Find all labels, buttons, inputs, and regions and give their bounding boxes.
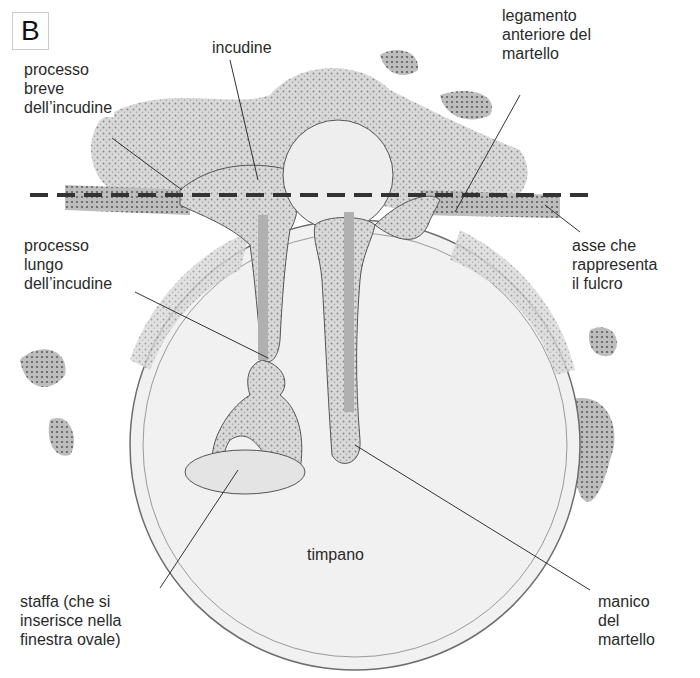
part-label: staffa (che si inserisce nella finestra …	[18, 592, 147, 649]
fulcrum-axis	[30, 193, 592, 197]
leader-line	[355, 445, 590, 590]
part-label: incudine	[210, 38, 274, 57]
part-label: asse che rappresenta il fulcro	[570, 236, 670, 293]
panel-letter: B	[12, 12, 49, 50]
leader-line	[455, 95, 520, 212]
leader-line	[545, 205, 580, 232]
leader-line	[230, 60, 258, 180]
part-label: timpano	[305, 545, 366, 564]
part-label: manico del martello	[596, 592, 657, 649]
part-label: processo lungo dell’incudine	[22, 236, 114, 293]
bone-fragment	[49, 418, 74, 456]
bone-fragment	[20, 349, 66, 387]
leader-line	[112, 138, 182, 190]
bone-fragment	[589, 327, 617, 356]
leader-line	[135, 292, 268, 358]
lever-bar	[258, 215, 268, 360]
shadow	[130, 232, 250, 370]
malleus-process	[375, 196, 440, 239]
posterior-ligament	[65, 185, 190, 215]
stapes-footplate	[185, 450, 305, 494]
malleus-head	[283, 120, 393, 230]
part-label: legamento anteriore del martello	[500, 6, 600, 63]
leader-line	[160, 470, 238, 588]
part-label: processo breve dell’incudine	[22, 60, 114, 117]
bone-fragment	[440, 91, 492, 119]
lever-bar	[344, 212, 354, 412]
shadow	[450, 230, 575, 375]
bone-fragment	[380, 50, 418, 75]
